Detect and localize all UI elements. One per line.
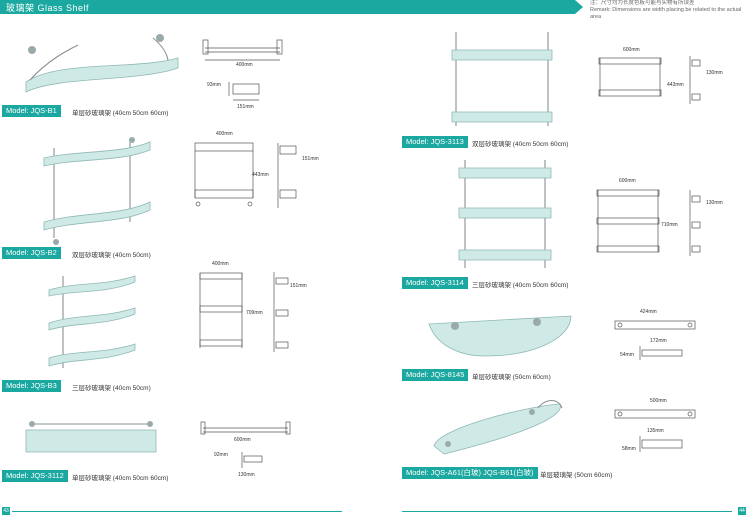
model-description: 双层砂玻璃架 (40cm 50cm 60cm) <box>472 141 569 148</box>
model-description: 双层砂玻璃架 (40cm 50cm) <box>72 252 151 259</box>
dimension-label: 151mm <box>237 104 254 110</box>
product-photo-jqs-a61 <box>433 399 563 455</box>
drawing-jqs-b3-front <box>199 272 243 348</box>
header-note-cn: 注：尺寸均为长度色板可能与实物有所误差 <box>590 0 695 6</box>
header-note: 注：尺寸均为长度色板可能与实物有所误差 Remark: Dimensions a… <box>590 0 750 21</box>
product-photo-jqs-b1 <box>25 34 179 93</box>
page-number-right: 44 <box>738 507 746 515</box>
dimension-label: 443mm <box>252 172 269 178</box>
footer-rule-right <box>402 511 732 512</box>
product-photo-jqs-3114 <box>458 160 552 268</box>
product-photo-jqs-3112 <box>25 421 157 453</box>
dimension-label: 600mm <box>623 47 640 53</box>
dimension-label: 600mm <box>619 178 636 184</box>
drawing-jqs-3113-front <box>598 57 662 97</box>
wall-mount-icon <box>28 46 36 54</box>
model-description: 单层砂玻璃架 (40cm 50cm 60cm) <box>72 475 169 482</box>
header-title: 玻璃架 Glass Shelf <box>6 3 90 13</box>
model-description: 三层砂玻璃架 (40cm 50cm 60cm) <box>472 282 569 289</box>
dimension-label: 54mm <box>620 352 634 358</box>
drawing-jqs-8145-top <box>614 320 696 330</box>
drawing-jqs-b2-side <box>277 143 297 208</box>
product-photo-jqs-b3 <box>48 275 136 368</box>
model-label: Model: JQS-A61(白玻) JQS-B61(白玻) <box>402 467 538 479</box>
drawing-jqs-3113-side <box>689 56 701 104</box>
drawing-jqs-3112-front <box>200 421 291 435</box>
drawing-jqs-a61-top <box>614 409 696 419</box>
dimension-label: 443mm <box>667 82 684 88</box>
model-description: 单层砂玻璃架 (40cm 50cm 60cm) <box>72 110 169 117</box>
dimension-label: 130mm <box>706 200 723 206</box>
dimension-label: 151mm <box>290 283 307 289</box>
product-photo-jqs-3113 <box>451 32 553 126</box>
dimension-label: 424mm <box>640 309 657 315</box>
header-bar <box>0 0 744 14</box>
dimension-label: 135mm <box>647 428 664 434</box>
dimension-label: 400mm <box>212 261 229 267</box>
dimension-label: 400mm <box>216 131 233 137</box>
dimension-label: 709mm <box>246 310 263 316</box>
drawing-jqs-3112-side <box>241 452 263 468</box>
model-label: Model: JQS-B2 <box>2 247 61 259</box>
drawing-jqs-3114-front <box>596 189 660 253</box>
drawing-jqs-b3-side <box>273 272 289 352</box>
model-description: 单层玻璃架 (50cm 60cm) <box>540 472 613 479</box>
model-description: 三层砂玻璃架 (40cm 50cm) <box>72 385 151 392</box>
product-photo-jqs-b2 <box>43 137 151 245</box>
drawing-jqs-8145-side <box>639 346 683 360</box>
product-photo-jqs-8145 <box>428 315 572 357</box>
dimension-label: 58mm <box>622 446 636 452</box>
footer-rule-left <box>12 511 342 512</box>
page-number-left: 43 <box>2 507 10 515</box>
model-label: Model: JQS-B1 <box>2 105 61 117</box>
dimension-label: 92mm <box>214 452 228 458</box>
dimension-label: 130mm <box>238 472 255 478</box>
dimension-label: 500mm <box>650 398 667 404</box>
header-note-en: Remark: Dimensions are width placing be … <box>590 7 742 20</box>
dimension-label: 172mm <box>650 338 667 344</box>
drawing-jqs-a61-side <box>639 436 683 452</box>
model-label: Model: JQS-3112 <box>2 470 68 482</box>
drawing-jqs-b2-front <box>194 142 254 207</box>
model-label: Model: JQS-3113 <box>402 136 468 148</box>
dimension-label: 93mm <box>207 82 221 88</box>
drawing-jqs-b1-side <box>228 82 260 101</box>
drawing-jqs-3114-side <box>689 190 701 256</box>
dimension-label: 130mm <box>706 70 723 76</box>
model-label: Model: JQS-B3 <box>2 380 61 392</box>
drawing-jqs-b1-front <box>202 39 283 61</box>
dimension-label: 600mm <box>234 437 251 443</box>
model-label: Model: JQS-8145 <box>402 369 469 381</box>
dimension-label: 400mm <box>236 62 253 68</box>
model-description: 单层砂玻璃架 (50cm 60cm) <box>472 374 551 381</box>
dimension-label: 151mm <box>302 156 319 162</box>
dimension-label: 710mm <box>661 222 678 228</box>
model-label: Model: JQS-3114 <box>402 277 468 289</box>
